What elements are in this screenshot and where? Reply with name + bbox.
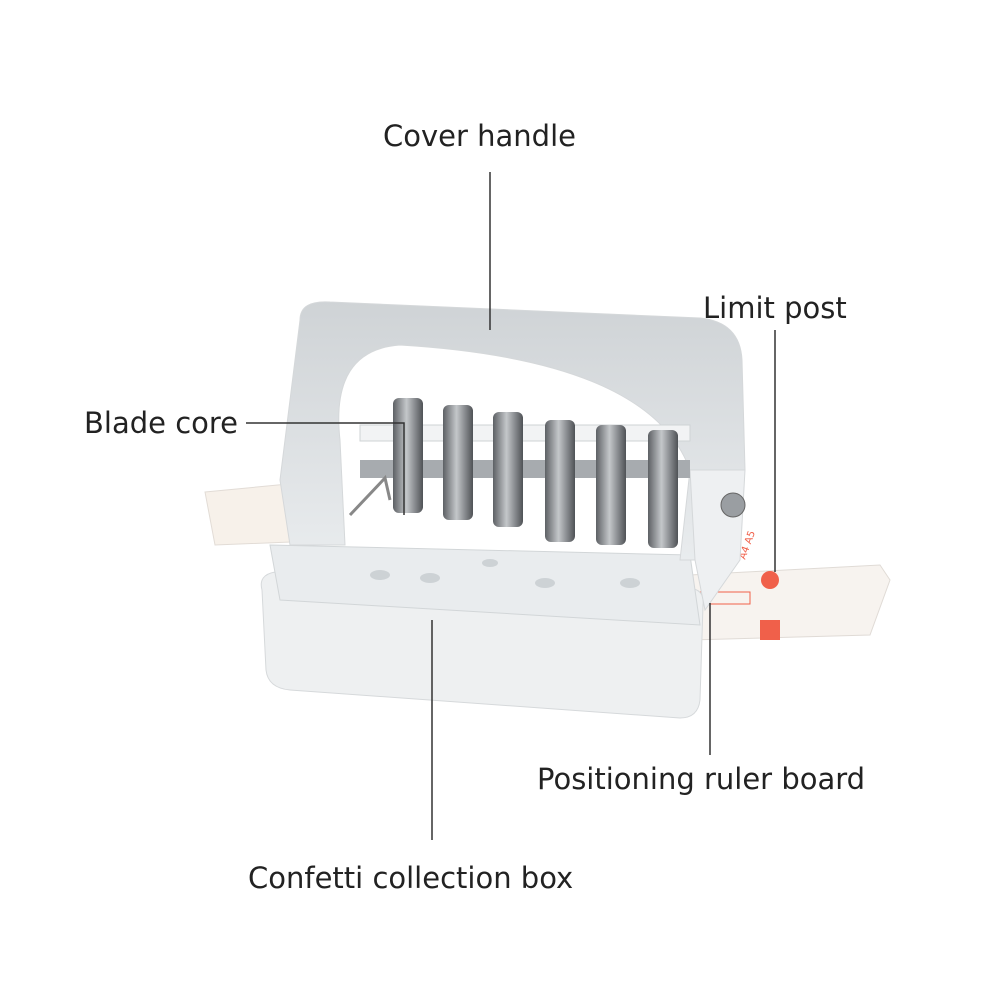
blade-core-label: Blade core <box>84 406 239 440</box>
limit-post <box>761 571 779 589</box>
limit-post-label: Limit post <box>703 291 847 325</box>
leader-lines <box>246 172 776 840</box>
confetti-collection-box-label: Confetti collection box <box>248 861 574 895</box>
cover-handle <box>279 301 746 561</box>
blade-core <box>393 398 678 548</box>
positioning-ruler-board-label: Positioning ruler board <box>537 762 866 796</box>
cover-handle-label: Cover handle <box>383 119 576 153</box>
